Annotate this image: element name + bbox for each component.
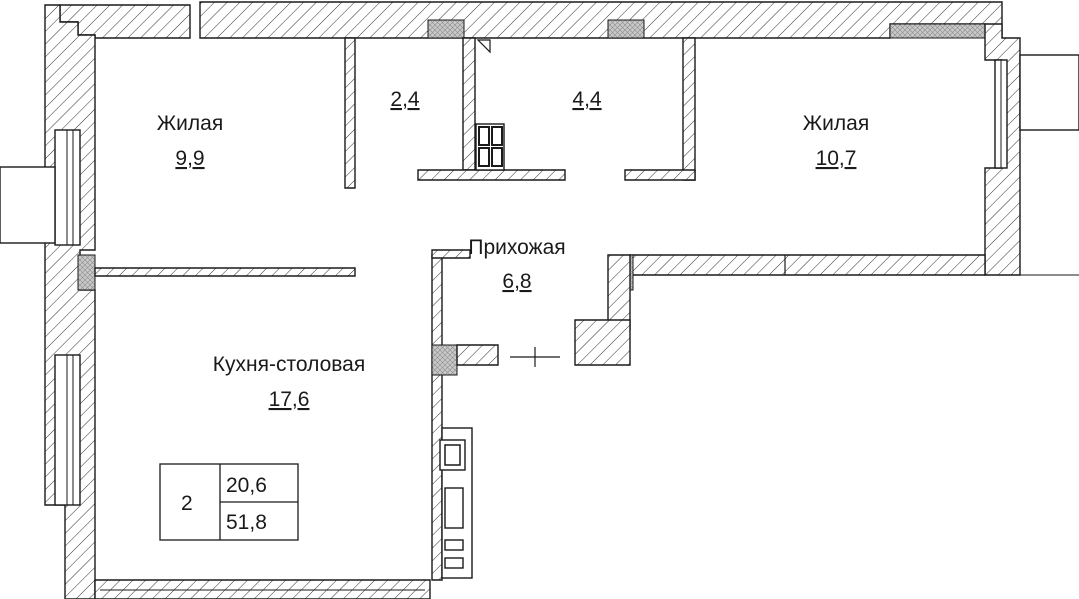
appliance2-icon <box>444 557 464 569</box>
wall-left <box>44 4 96 599</box>
bath-door-icon <box>476 39 491 54</box>
partition-bath-right <box>682 37 696 181</box>
partition-bath-bottom <box>417 169 566 181</box>
living-right-name: Жилая <box>803 112 869 135</box>
living-left-area: 9,9 <box>175 147 204 170</box>
partition-entrance-left <box>456 344 499 366</box>
wall-right-bottom <box>629 254 986 276</box>
appliance-icon <box>444 539 464 551</box>
partition-kitchen-top <box>94 267 356 277</box>
balcony-left <box>0 166 56 244</box>
sink-icon <box>444 487 464 529</box>
wall-top-main <box>199 1 1003 39</box>
partition-right-bottom <box>624 169 696 181</box>
summary-box: 2 20,6 51,8 <box>159 463 299 541</box>
column-left <box>77 254 96 291</box>
column-hall-left <box>431 344 458 376</box>
total-area: 51,8 <box>226 511 267 534</box>
kitchen-area: 17,6 <box>269 388 310 411</box>
bath-area: 4,4 <box>572 88 602 111</box>
wall-top-left <box>59 4 191 39</box>
partitions <box>94 37 696 581</box>
partition-entrance-right <box>574 319 631 366</box>
balcony-right <box>1019 54 1079 131</box>
hall-name: Прихожая <box>468 236 565 259</box>
room-labels: Жилая 9,9 2,4 4,4 Жилая 10,7 Прихожая 6,… <box>157 88 869 411</box>
living-area-total: 20,6 <box>226 474 267 497</box>
column-3 <box>889 23 986 39</box>
column-2 <box>607 19 645 39</box>
storage-area: 2,4 <box>390 88 420 111</box>
partition-storage-bath <box>462 37 476 171</box>
living-right-area: 10,7 <box>816 147 857 170</box>
living-left-name: Жилая <box>157 112 223 135</box>
partition-hall-right <box>607 254 631 331</box>
fixtures <box>439 39 505 579</box>
partition-hall-top <box>431 249 471 259</box>
column-1 <box>427 19 465 39</box>
hall-area: 6,8 <box>502 270 531 293</box>
kitchen-name: Кухня-столовая <box>213 353 365 376</box>
partition-storage-left <box>344 37 356 189</box>
partition-hall-left <box>431 254 443 581</box>
rooms-count: 2 <box>181 492 193 515</box>
